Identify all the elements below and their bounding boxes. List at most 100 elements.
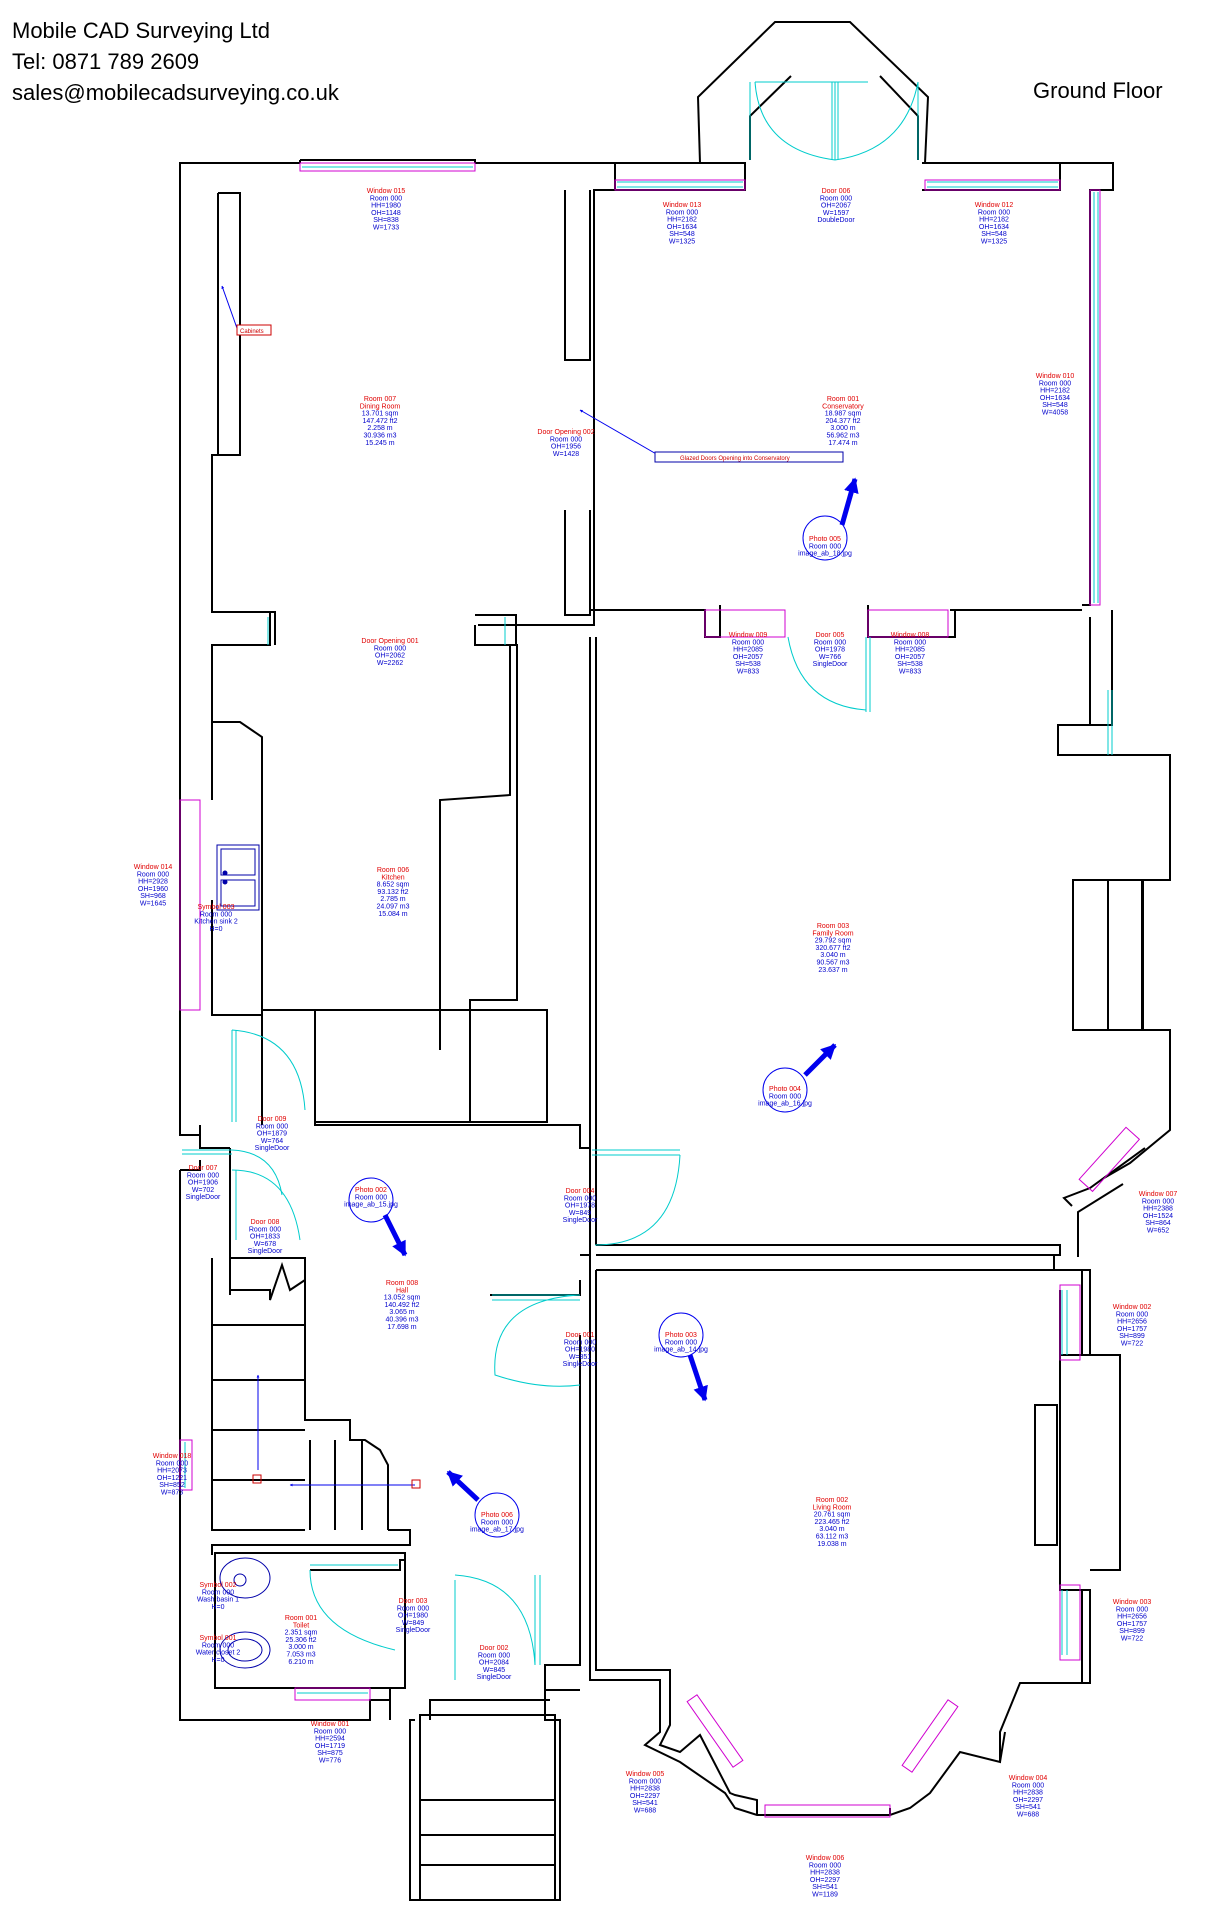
label-line: Symbol 003: [198, 904, 235, 911]
label-line: Window 009: [729, 632, 768, 639]
label-line: OH=2057: [895, 654, 925, 661]
label-line: Room 000: [478, 1652, 510, 1659]
label-line: Door Opening 002: [537, 429, 594, 436]
label-line: OH=2067: [821, 203, 851, 210]
label-line: OH=1956: [551, 444, 581, 451]
label-line: OH=1757: [1117, 1326, 1147, 1333]
label-line: SingleDoor: [186, 1194, 221, 1201]
label-line: OH=1757: [1117, 1621, 1147, 1628]
label-line: HH=2656: [1117, 1614, 1147, 1621]
label-line: 40.396 m3: [385, 1317, 418, 1324]
company-name: Mobile CAD Surveying Ltd: [12, 18, 271, 43]
label-line: Room 000: [200, 911, 232, 918]
label-line: SH=548: [669, 231, 695, 238]
label-line: Symbol 002: [200, 1582, 237, 1589]
label-line: OH=2057: [733, 654, 763, 661]
label-line: Room 000: [137, 871, 169, 878]
label-line: 18.987 sqm: [825, 411, 862, 418]
label-line: Window 014: [134, 864, 173, 871]
label-line: SH=541: [632, 1800, 658, 1807]
label-line: 90.567 m3: [816, 960, 849, 967]
label-line: Room 000: [1039, 380, 1071, 387]
label-line: Door Opening 001: [361, 638, 418, 645]
label-line: Room 000: [202, 1642, 234, 1649]
label-line: OH=1634: [667, 224, 697, 231]
label-line: W=1325: [981, 239, 1007, 246]
label-line: Photo 002: [355, 1187, 387, 1194]
label-line: Photo 005: [809, 536, 841, 543]
label-line: 2.785 m: [380, 896, 405, 903]
label-line: OH=2297: [630, 1793, 660, 1800]
label-line: SH=538: [897, 661, 923, 668]
label-line: HH=2085: [895, 647, 925, 654]
label-line: W=1733: [373, 225, 399, 232]
label-line: OH=2062: [375, 653, 405, 660]
label-line: SingleDoor: [396, 1627, 431, 1634]
label-line: W=851: [569, 1354, 591, 1361]
label-line: OH=1221: [157, 1475, 187, 1482]
floor-title: Ground Floor: [1033, 78, 1163, 103]
label-line: Room 000: [156, 1460, 188, 1467]
label-line: OH=1980: [398, 1613, 428, 1620]
label-line: Room 000: [550, 436, 582, 443]
label-line: 15.084 m: [378, 911, 407, 918]
label-line: HH=2594: [315, 1736, 345, 1743]
label-line: HH=1980: [371, 203, 401, 210]
label-line: 93.132 ft2: [377, 889, 408, 896]
label-line: Door 007: [189, 1165, 218, 1172]
label-line: H=0: [211, 1657, 224, 1664]
label-line: SH=864: [1145, 1220, 1171, 1227]
label-line: OH=2297: [1013, 1797, 1043, 1804]
label-line: SingleDoor: [813, 661, 848, 668]
kitchen-sink-icon: [216, 844, 260, 911]
label-line: Room 000: [187, 1172, 219, 1179]
label-line: Room 000: [820, 195, 852, 202]
label-line: SH=875: [317, 1750, 343, 1757]
label-line: 13.701 sqm: [362, 411, 399, 418]
label-line: Room 003: [817, 923, 849, 930]
photo-marker-icon: [348, 1177, 394, 1223]
label-line: Kitchen sink 2: [194, 919, 238, 926]
glazed-doors-note: Glazed Doors Opening into Conservatory: [579, 409, 844, 463]
label-line: Room 000: [1116, 1311, 1148, 1318]
label-line: OH=1960: [138, 886, 168, 893]
label-line: SingleDoor: [563, 1361, 598, 1368]
label-line: Door 009: [258, 1116, 287, 1123]
water-closet-icon: [219, 1631, 271, 1669]
stair-direction: [252, 1374, 421, 1489]
windows: [179, 162, 1141, 1818]
label-line: 25.306 ft2: [285, 1637, 316, 1644]
label-line: Room 000: [665, 1339, 697, 1346]
label-line: 13.052 sqm: [384, 1295, 421, 1302]
label-line: Door 001: [566, 1332, 595, 1339]
photo-direction-arrow-icon: [382, 1213, 408, 1257]
label-line: image_ab_14.jpg: [654, 1347, 708, 1354]
label-line: OH=2084: [479, 1660, 509, 1667]
label-line: W=1189: [812, 1892, 838, 1899]
label-line: W=1597: [823, 210, 849, 217]
label-line: SH=541: [1015, 1804, 1041, 1811]
label-line: Window 013: [663, 202, 702, 209]
label-line: W=766: [819, 654, 841, 661]
label-line: HH=2073: [157, 1468, 187, 1475]
label-line: 3.040 m: [820, 952, 845, 959]
label-line: H=0: [211, 1604, 224, 1611]
label-line: HH=2182: [667, 217, 697, 224]
company-email: sales@mobilecadsurveying.co.uk: [12, 80, 339, 105]
